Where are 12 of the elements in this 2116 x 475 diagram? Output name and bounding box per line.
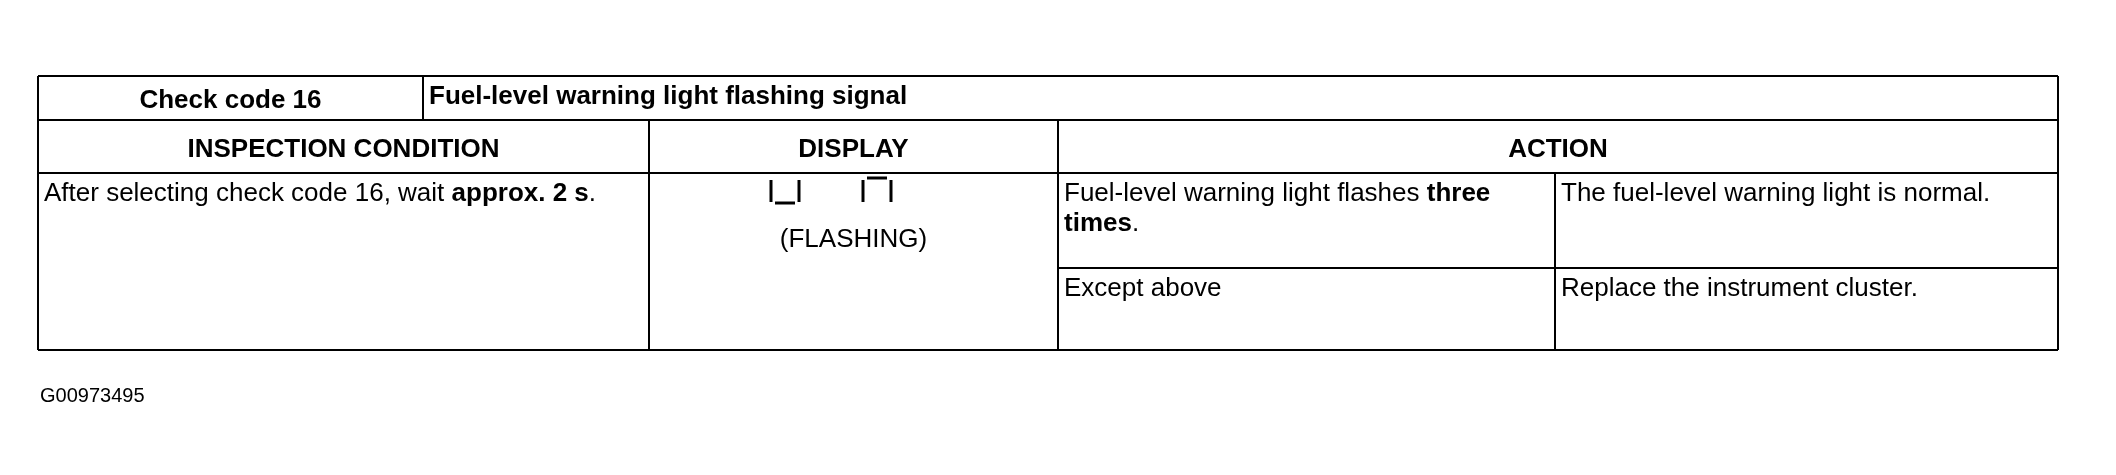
- column-header: DISPLAY: [798, 132, 909, 163]
- condition-text: After selecting check code 16, wait approx. 2 s.: [44, 177, 597, 207]
- figure-code: G00973495: [40, 383, 145, 408]
- table-title: Fuel-level warning light flashing signal: [429, 80, 908, 110]
- action-result-text: The fuel-level warning light is normal.: [1561, 177, 1991, 207]
- action-result-text: Replace the instrument cluster.: [1561, 272, 1918, 302]
- column-header: INSPECTION CONDITION: [187, 132, 500, 163]
- display-note: (FLASHING): [779, 223, 928, 253]
- action-condition-text: Except above: [1064, 272, 1222, 302]
- column-header: ACTION: [1508, 132, 1608, 163]
- check-code-title: Check code 16: [139, 84, 322, 114]
- action-condition-text: Fuel-level warning light flashes three times.: [1064, 177, 1492, 237]
